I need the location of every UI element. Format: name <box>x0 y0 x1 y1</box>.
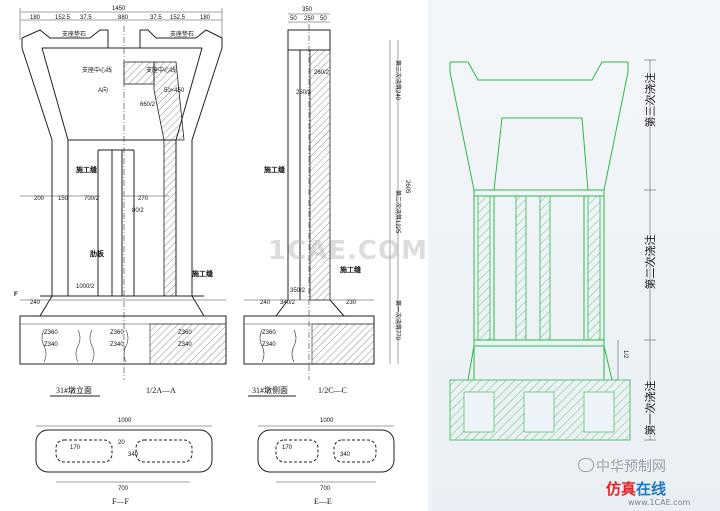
dim-180-left: 180 <box>30 15 41 21</box>
label-chamfer: 50×450 <box>164 88 185 94</box>
side-dim-350: 350 <box>302 7 313 13</box>
cad-second-pour: 第二次浇注 <box>643 235 657 290</box>
plan-f-dim-170: 170 <box>70 445 81 451</box>
brand-line-2: 仿真在线 <box>606 478 666 499</box>
label-z340-a: Z340 <box>44 342 58 348</box>
label-half-350: 350/2 <box>290 288 306 294</box>
plan-f-dim-20: 20 <box>118 440 125 446</box>
label-half-260: 260/2 <box>314 70 330 76</box>
brand-url: www.1CAE.com <box>628 498 691 507</box>
plan-e-dim-1000: 1000 <box>320 418 334 424</box>
dim-880: 880 <box>118 15 129 21</box>
watermark: 1CAE.COM <box>268 236 428 266</box>
label-150: 150 <box>58 196 69 202</box>
label-80-half: 80/2 <box>132 208 144 214</box>
pier-drawing-svg: 1450 180 152.5 37.5 880 37.5 152.5 180 Z… <box>14 6 410 506</box>
label-height-2605: 2605 <box>404 180 410 194</box>
brand-line-2a: 仿真 <box>606 480 637 498</box>
label-support-cushion-right: 支座垫石 <box>170 30 194 38</box>
label-construction-joint-3: 施工缝 <box>264 165 285 174</box>
label-z340-c: Z340 <box>178 342 192 348</box>
label-support-cushion-left: 支座垫石 <box>62 30 86 38</box>
caption-front-elevation: 31#墩立面 <box>56 385 92 395</box>
label-240-side: 240 <box>260 300 271 306</box>
plan-f-dim-1000: 1000 <box>118 418 132 424</box>
caption-section-f: F—F <box>112 497 129 506</box>
side-dim-50b: 50 <box>320 16 327 22</box>
label-construction-joint-2: 施工缝 <box>192 269 213 278</box>
dim-152-left: 152.5 <box>55 15 71 21</box>
plan-e-dim-340: 340 <box>340 452 351 458</box>
dim-180-right: 180 <box>200 15 211 21</box>
label-half-250: 250/2 <box>296 90 312 96</box>
dim-152-right: 152.5 <box>170 15 186 21</box>
brand-line-2b: 在线 <box>636 480 667 498</box>
plan-e-dim-170: 170 <box>282 445 293 451</box>
label-z340-b: Z340 <box>110 342 124 348</box>
plan-f-dim-700: 700 <box>118 486 129 492</box>
label-z360-b: Z360 <box>110 330 124 336</box>
label-z360-d: Z360 <box>262 330 276 336</box>
label-second-pour: 第二次浇筑1225 <box>394 190 402 234</box>
label-f-left: F <box>14 292 18 298</box>
label-z360-a: Z360 <box>44 330 58 336</box>
label-third-pour: 第三次浇筑240 <box>394 60 402 101</box>
label-270: 270 <box>138 196 149 202</box>
dim-37-right: 37.5 <box>150 15 162 21</box>
label-1000-half: 1000/2 <box>76 284 95 290</box>
label-a-direction: A向 <box>98 86 108 94</box>
caption-section-e: E—E <box>314 497 332 506</box>
dim-overall-1450: 1450 <box>112 6 126 12</box>
engineering-drawing-left: 1450 180 152.5 37.5 880 37.5 152.5 180 Z… <box>14 6 428 506</box>
label-700-half: 700/2 <box>84 196 100 202</box>
caption-section-c: 1/2C—C <box>318 386 347 395</box>
label-z360-c: Z360 <box>178 330 192 336</box>
wechat-icon <box>578 458 594 472</box>
label-rib: 肋板 <box>90 249 105 258</box>
side-dim-50a: 50 <box>290 16 297 22</box>
label-support-center-right: 支座中心线 <box>146 66 176 74</box>
label-construction-joint-4: 施工缝 <box>340 265 361 274</box>
cad-first-pour: 第一次浇注 <box>643 381 657 436</box>
label-first-pour: 第一次浇筑770 <box>394 300 402 341</box>
cad-model-svg: 1/2 第三次浇注 第二次浇注 第一次浇注 <box>449 59 657 441</box>
label-200: 200 <box>34 196 45 202</box>
label-240: 240 <box>30 300 41 306</box>
cad-third-pour: 第三次浇注 <box>643 73 657 128</box>
plan-e-dim-700: 700 <box>320 486 331 492</box>
dim-37-left: 37.5 <box>80 15 92 21</box>
caption-section-a: 1/2A—A <box>146 386 176 395</box>
label-construction-joint-1: 施工缝 <box>76 165 97 174</box>
side-dim-250: 250 <box>304 16 315 22</box>
label-660-half: 660/2 <box>140 102 156 108</box>
label-half-340: 340/2 <box>280 300 296 306</box>
brand-line-1: 中华预制网 <box>596 459 666 475</box>
label-z340-d: Z340 <box>262 342 276 348</box>
cad-model-panel: 1/2 第三次浇注 第二次浇注 第一次浇注 <box>428 0 720 511</box>
label-support-center-left: 支座中心线 <box>82 66 112 74</box>
cad-small-dim: 1/2 <box>622 350 628 359</box>
caption-side-elevation: 31#墩侧面 <box>252 385 288 395</box>
plan-f-dim-340: 340 <box>128 452 139 458</box>
label-230: 230 <box>346 300 357 306</box>
